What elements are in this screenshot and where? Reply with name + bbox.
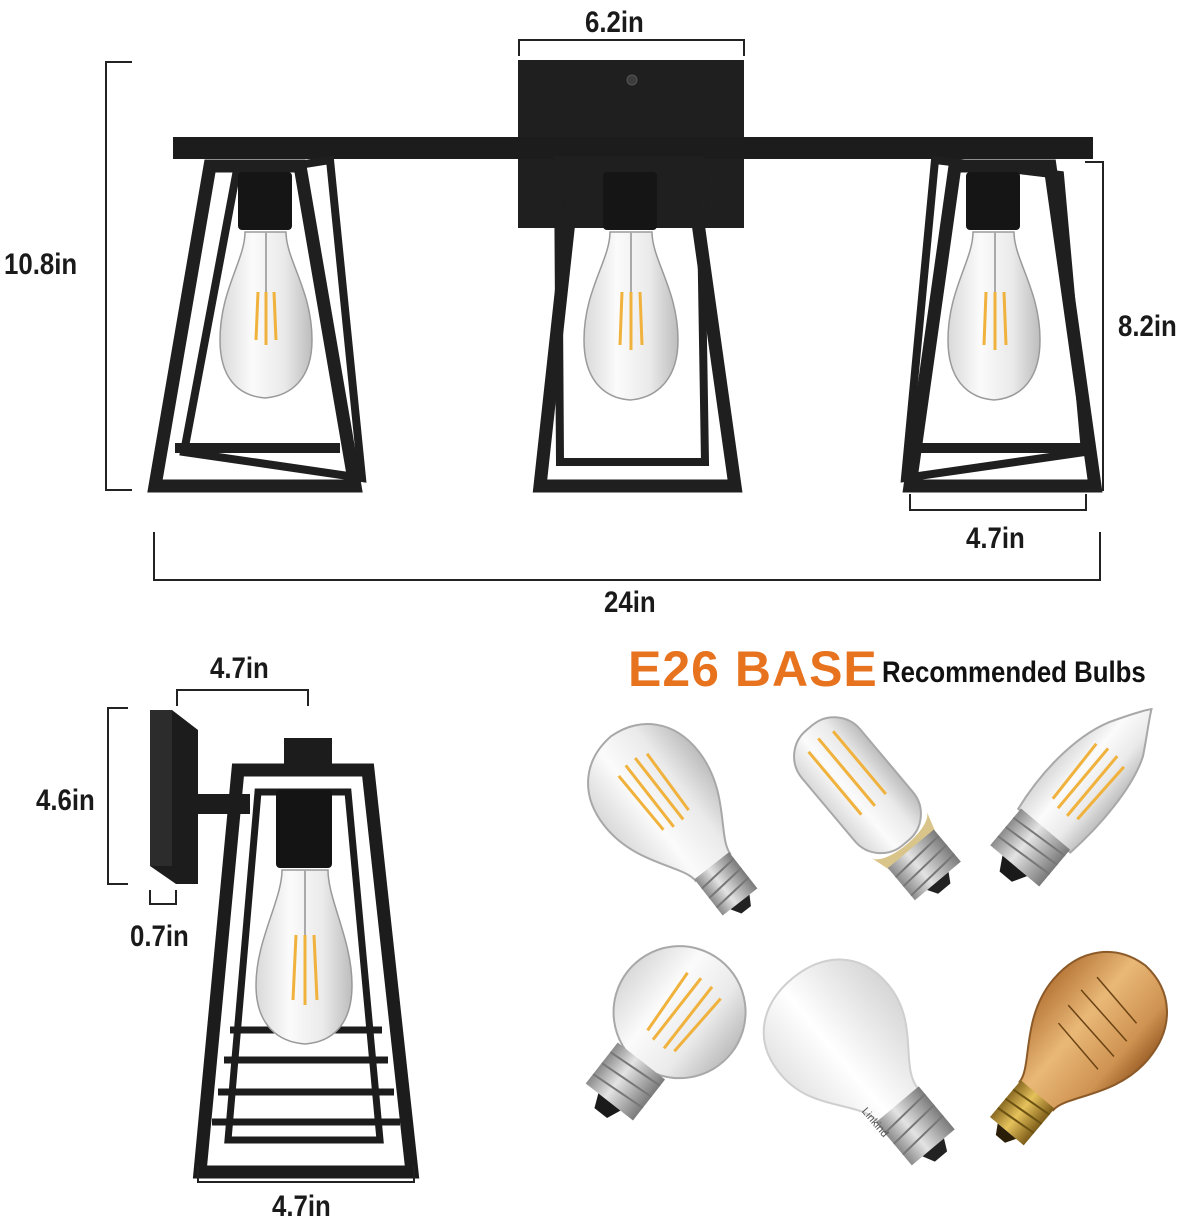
- dim-line-shade-width: [909, 494, 1087, 511]
- right-bulb: [947, 172, 1041, 401]
- label-total-width: 24in: [604, 586, 656, 619]
- center-shade: [532, 156, 743, 493]
- center-bulb: [583, 172, 679, 401]
- dim-line-side-width: [197, 1166, 415, 1183]
- dim-line-shade-height: [1085, 161, 1104, 491]
- front-view-fixture: [147, 60, 1103, 493]
- recommended-bulbs-title: Recommended Bulbs: [882, 656, 1146, 689]
- dim-line-backplate: [518, 39, 745, 56]
- left-shade: [147, 155, 367, 493]
- label-shade-bottom-width: 4.7in: [966, 522, 1025, 555]
- e26-base-title: E26 BASE: [628, 641, 878, 697]
- dimension-lines-top: [105, 39, 1104, 581]
- label-shade-height: 8.2in: [1118, 310, 1177, 343]
- side-view-fixture: [150, 710, 420, 1179]
- dim-line-backplate-height: [107, 707, 128, 885]
- dim-line-arm: [176, 689, 309, 706]
- label-side-backplate-depth: 0.7in: [130, 920, 189, 953]
- bulb-st64-clear: [587, 723, 758, 916]
- bulb-c35-clear: [990, 707, 1153, 887]
- right-shade: [900, 155, 1103, 493]
- label-total-height: 10.8in: [4, 248, 78, 281]
- left-bulb: [219, 172, 313, 399]
- mounting-screw: [626, 74, 638, 86]
- bulb-a19-frosted: Linkind: [762, 958, 955, 1166]
- label-side-backplate-height: 4.6in: [36, 784, 95, 817]
- dim-line-backplate-depth: [149, 890, 177, 905]
- bulb-st64-amber: [990, 951, 1168, 1146]
- mounting-bar: [173, 137, 1093, 159]
- dim-line-total-height: [105, 61, 132, 491]
- label-side-width: 4.7in: [272, 1190, 331, 1223]
- dimension-lines-side: [107, 689, 415, 1183]
- bulb-t45-clear: [793, 716, 961, 901]
- label-side-arm: 4.7in: [210, 652, 269, 685]
- dim-line-total-width: [153, 532, 1101, 581]
- bulb-g25-clear: [585, 945, 747, 1121]
- label-backplate-width: 6.2in: [585, 6, 644, 39]
